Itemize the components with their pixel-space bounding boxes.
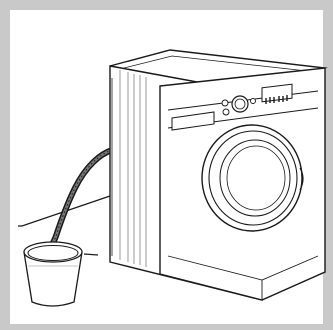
door [202,125,303,231]
bucket [24,242,82,306]
washing-machine [110,50,325,300]
program-knob [232,96,248,112]
